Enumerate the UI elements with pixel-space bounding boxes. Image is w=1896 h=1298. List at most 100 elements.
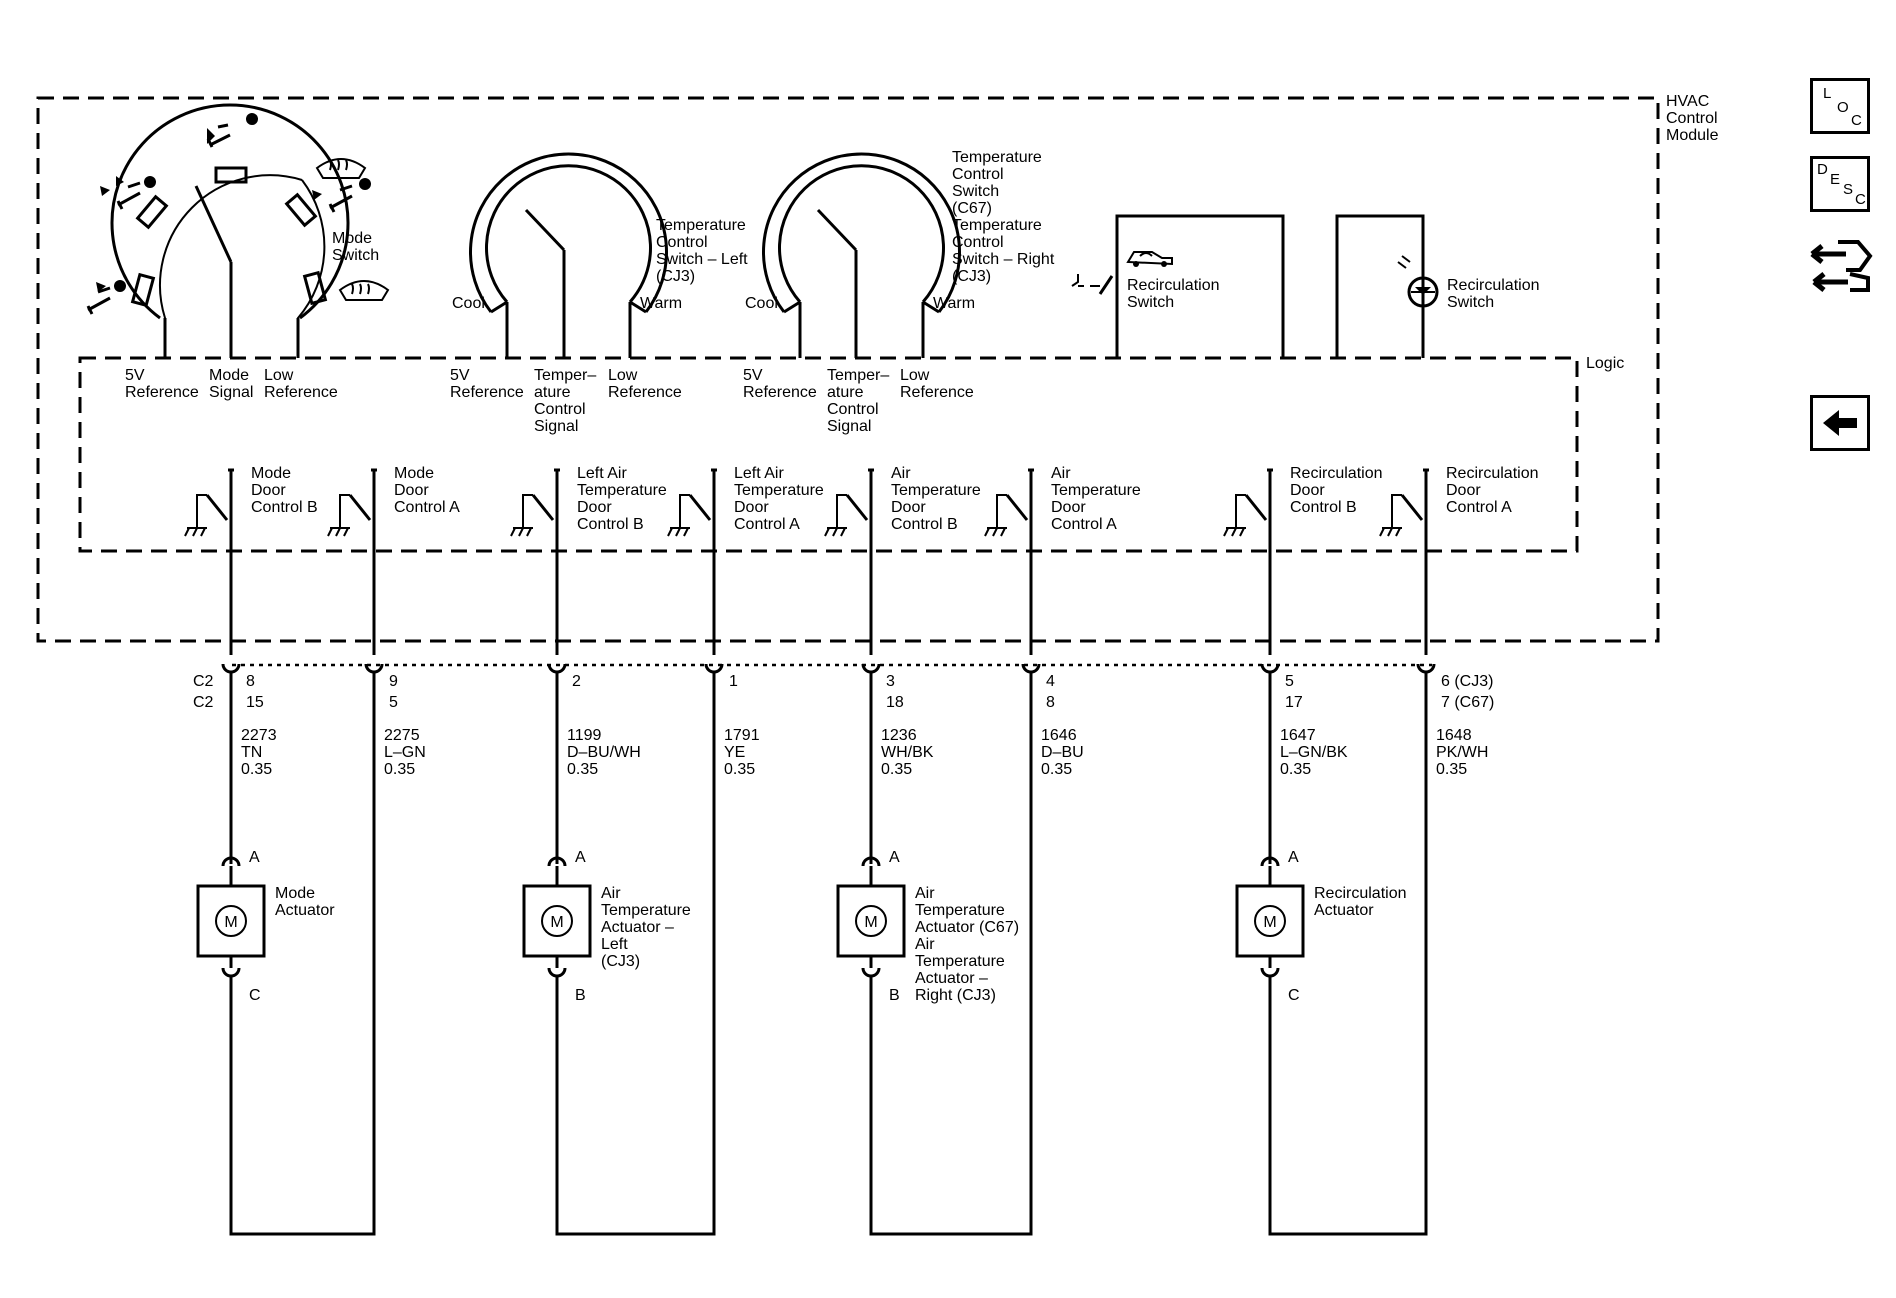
- actuator-label-line: Actuator –: [915, 970, 988, 987]
- switch-blade: [1244, 494, 1268, 521]
- door-control-label-line: Control A: [1051, 516, 1117, 533]
- motor-icon: [215, 905, 247, 937]
- temp-left-warm: Warm: [640, 295, 682, 312]
- desc-letter-d: D: [1817, 161, 1828, 178]
- door-control-label-line: Door: [394, 482, 429, 499]
- mode-switch-label: Mode Switch: [332, 230, 379, 264]
- actuator-label-line: Left: [601, 936, 628, 953]
- door-control-label-line: Air: [1051, 465, 1071, 482]
- door-control-label-line: Temperature: [577, 482, 667, 499]
- door-control-label-line: Temperature: [891, 482, 981, 499]
- ground-icon: [1223, 527, 1246, 537]
- door-control-label-line: Control A: [734, 516, 800, 533]
- recirculation-switch-b: Recirculation Switch: [1335, 214, 1539, 358]
- switch-blade: [845, 494, 869, 521]
- actuator-bottom-pin: B: [575, 987, 586, 1004]
- location-button[interactable]: L O C: [1810, 78, 1870, 134]
- actuator-label-line: Temperature: [601, 902, 691, 919]
- pin-number: 8: [246, 673, 255, 690]
- switch-ground-lead: [196, 494, 207, 528]
- back-button[interactable]: [1810, 395, 1870, 451]
- actuator-label-line: Recirculation: [1314, 885, 1406, 902]
- description-button[interactable]: D E S C: [1810, 156, 1870, 212]
- motor-symbol: M: [864, 914, 877, 931]
- indicator-led-icon: [1397, 255, 1411, 269]
- temperature-switch-right: Cool Warm Temperature Control Switch (C6…: [745, 149, 1055, 358]
- actuator-label-line: Actuator: [1314, 902, 1374, 919]
- bilevel-mode-icon: [100, 176, 156, 210]
- switch-blade: [348, 494, 372, 521]
- circuit-number: 2275: [384, 727, 420, 744]
- actuator-label-line: Air: [601, 885, 621, 902]
- loc-letter-l: L: [1823, 85, 1832, 102]
- actuator-label-line: (CJ3): [601, 953, 640, 970]
- door-control-label-line: Recirculation: [1290, 465, 1382, 482]
- pin-number: 6 (CJ3): [1441, 673, 1493, 690]
- door-control-label-line: Door: [251, 482, 286, 499]
- desc-letter-c: C: [1855, 191, 1866, 208]
- actuator-pin-bottom: [547, 967, 567, 978]
- door-control-label-line: Door: [1051, 499, 1086, 516]
- actuator-pin-top: [861, 856, 881, 867]
- wire-color: D–BU/WH: [567, 744, 641, 761]
- door-control-label-line: Control B: [251, 499, 318, 516]
- door-control-label-line: Control A: [1446, 499, 1512, 516]
- pin-number: 1: [729, 673, 738, 690]
- ground-icon: [184, 527, 207, 537]
- actuator-top-pin: A: [575, 849, 586, 866]
- pin-number: 3: [886, 673, 895, 690]
- wire-color: D–BU: [1041, 744, 1084, 761]
- wire-gauge: 0.35: [1436, 761, 1467, 778]
- pin-number: 5: [389, 694, 398, 711]
- actuator-label-line: Temperature: [915, 953, 1005, 970]
- wire-gauge: 0.35: [1041, 761, 1072, 778]
- wire-color: L–GN/BK: [1280, 744, 1348, 761]
- connector-pin: [221, 663, 241, 674]
- mode-switch: Mode Switch: [86, 103, 390, 358]
- temp-left-cool: Cool: [452, 295, 485, 312]
- switch-ground-lead: [996, 494, 1007, 528]
- door-control-label-line: Control B: [577, 516, 644, 533]
- actuator-pin-top: [221, 856, 241, 867]
- back-arrow-icon: [1823, 410, 1857, 436]
- wire-gauge: 0.35: [1280, 761, 1311, 778]
- connector-pin: [1260, 663, 1280, 674]
- temp-right-cool: Cool: [745, 295, 778, 312]
- actuator-bottom-pin: C: [249, 987, 261, 1004]
- wire-gauge: 0.35: [881, 761, 912, 778]
- door-control-label-line: Control B: [891, 516, 958, 533]
- recirculation-car-icon: [1126, 251, 1173, 267]
- switch-ground-lead: [679, 494, 690, 528]
- logic-label: Logic: [1586, 355, 1624, 372]
- schematic-flow-icon[interactable]: [1808, 234, 1876, 298]
- floor-mode-icon: [86, 280, 126, 315]
- connector-pin: [704, 663, 724, 674]
- actuator-top-pin: A: [249, 849, 260, 866]
- connector-pin: [861, 663, 881, 674]
- connector-pin: [1416, 663, 1436, 674]
- door-control-label-line: Air: [891, 465, 911, 482]
- ground-icon: [984, 527, 1007, 537]
